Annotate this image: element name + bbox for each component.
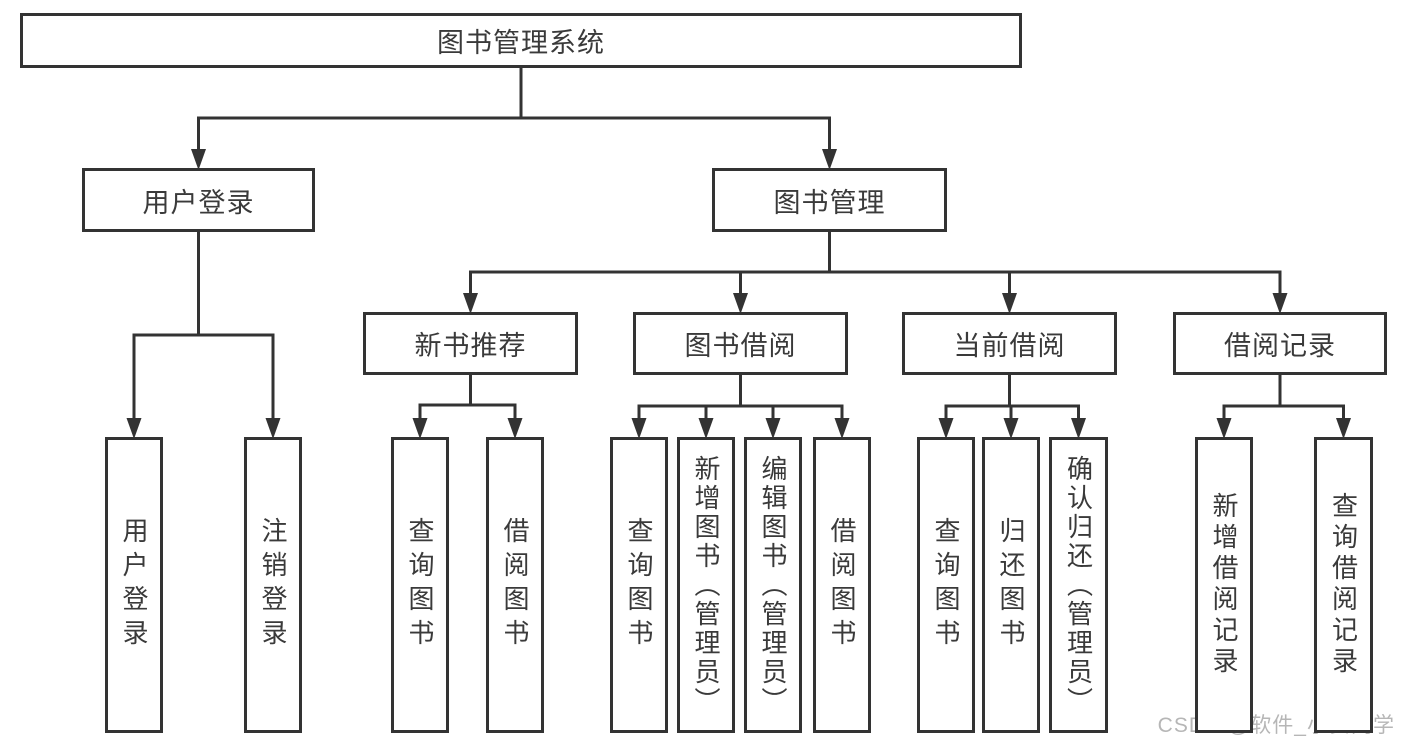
node-label: 图书管理系统 [437, 28, 605, 58]
node-label: 借阅图书 [500, 517, 530, 653]
node-label: 新增图书（管理员） [691, 454, 721, 716]
node-label: 当前借阅 [953, 331, 1066, 361]
node-new-book-rec: 新书推荐 [363, 312, 578, 375]
node-label: 新书推荐 [414, 331, 527, 361]
node-g3-edit: 编辑图书（管理员） [744, 437, 802, 733]
node-borrow-record: 借阅记录 [1173, 312, 1387, 375]
node-g5-query: 查询借阅记录 [1314, 437, 1373, 733]
node-label: 借阅记录 [1224, 331, 1336, 361]
node-g5-add: 新增借阅记录 [1195, 437, 1253, 733]
node-label: 确认归还（管理员） [1063, 454, 1094, 716]
node-label: 用户登录 [119, 517, 149, 653]
node-label: 查询图书 [624, 517, 654, 653]
node-label: 查询图书 [405, 517, 435, 653]
node-g4-confirm: 确认归还（管理员） [1049, 437, 1108, 733]
node-label: 归还图书 [996, 517, 1026, 653]
node-g3-borrow: 借阅图书 [813, 437, 871, 733]
node-label: 借阅图书 [827, 517, 857, 653]
arrowhead [822, 149, 837, 170]
arrowhead [631, 418, 647, 439]
arrowhead [765, 418, 781, 439]
node-label: 注销登录 [258, 517, 288, 653]
node-label: 新增借阅记录 [1209, 492, 1239, 678]
node-leaf-logout: 注销登录 [244, 437, 302, 733]
arrowhead [1002, 293, 1017, 314]
node-g3-add: 新增图书（管理员） [677, 437, 735, 733]
arrowhead [1003, 418, 1019, 439]
node-label: 查询图书 [931, 517, 961, 653]
arrowhead [463, 293, 478, 314]
node-label: 编辑图书（管理员） [758, 454, 788, 716]
node-g4-query: 查询图书 [917, 437, 975, 733]
node-root: 图书管理系统 [20, 13, 1022, 68]
node-user-login: 用户登录 [82, 168, 315, 232]
arrowhead [1336, 418, 1351, 439]
arrowhead [126, 418, 142, 439]
node-g3-query: 查询图书 [610, 437, 668, 733]
node-label: 用户登录 [142, 187, 255, 218]
node-label: 图书管理 [773, 187, 886, 218]
arrowhead [265, 418, 281, 439]
arrowhead [1071, 418, 1086, 439]
node-g2-query: 查询图书 [391, 437, 449, 733]
node-leaf-user-login: 用户登录 [105, 437, 163, 733]
node-book-mgmt: 图书管理 [712, 168, 947, 232]
arrowhead [733, 293, 748, 314]
node-book-borrow: 图书借阅 [633, 312, 848, 375]
arrowhead [507, 418, 523, 439]
node-label: 图书借阅 [684, 331, 797, 361]
arrowhead [1216, 418, 1232, 439]
node-g2-borrow: 借阅图书 [486, 437, 544, 733]
node-current-borrow: 当前借阅 [902, 312, 1117, 375]
arrowhead [698, 418, 714, 439]
arrowhead [938, 418, 954, 439]
arrowhead [1272, 293, 1288, 314]
node-label: 查询借阅记录 [1328, 492, 1359, 678]
arrowhead [191, 149, 206, 170]
arrowhead [412, 418, 428, 439]
node-g4-return: 归还图书 [982, 437, 1040, 733]
arrowhead [834, 418, 850, 439]
